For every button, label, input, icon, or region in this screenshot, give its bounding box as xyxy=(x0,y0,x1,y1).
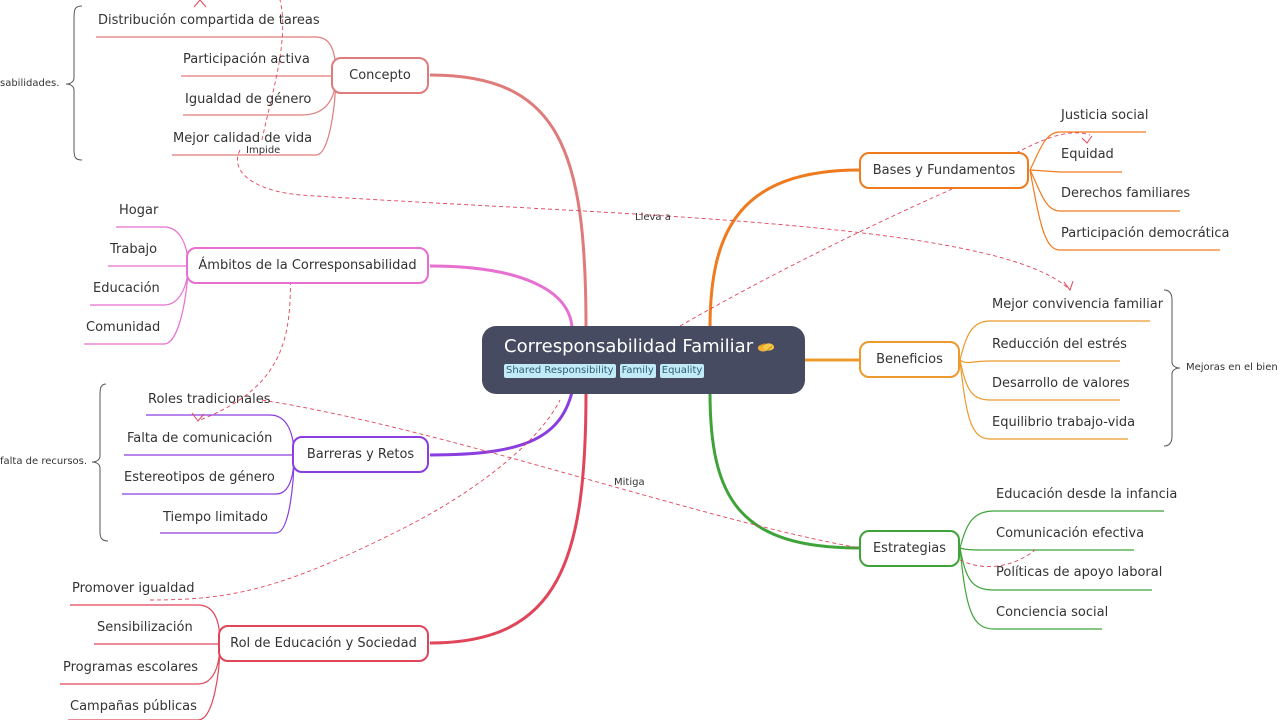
subtopic-participacion-activa[interactable]: Participación activa xyxy=(183,52,310,67)
relationship-lines xyxy=(149,0,1091,601)
subtopic-mejor-convivencia[interactable]: Mejor convivencia familiar xyxy=(992,297,1164,312)
topic-rol[interactable]: Rol de Educación y Sociedad xyxy=(218,625,429,662)
branch-line-bases xyxy=(708,168,861,329)
subtopic-igualdad-genero[interactable]: Igualdad de género xyxy=(185,92,312,107)
subtopic-programas-escolares[interactable]: Programas escolares xyxy=(63,660,199,675)
subtopic-estereotipos[interactable]: Estereotipos de género xyxy=(124,470,275,485)
topic-concepto[interactable]: Concepto xyxy=(331,57,429,94)
summary-barreras[interactable]: falta de recursos. xyxy=(0,456,88,467)
root-topic[interactable]: Corresponsabilidad Familiar Shared Respo… xyxy=(482,326,805,394)
summary-braces xyxy=(65,5,1181,542)
subtopic-participacion-democratica[interactable]: Participación democrática xyxy=(1061,226,1230,241)
subtopic-educacion[interactable]: Educación xyxy=(93,281,160,296)
topic-ambitos[interactable]: Ámbitos de la Corresponsabilidad xyxy=(186,247,429,284)
relationship-label-lleva-a[interactable]: Lleva a xyxy=(635,212,671,223)
subtopic-falta-comunicacion[interactable]: Falta de comunicación xyxy=(127,431,273,446)
subtopic-trabajo[interactable]: Trabajo xyxy=(110,242,158,257)
subtopic-comunidad[interactable]: Comunidad xyxy=(86,320,161,335)
subtopic-sensibilizacion[interactable]: Sensibilización xyxy=(97,620,193,635)
subtopic-roles-tradicionales[interactable]: Roles tradicionales xyxy=(148,392,271,407)
subtopic-mejor-calidad[interactable]: Mejor calidad de vida xyxy=(173,131,313,146)
branch-line-concepto xyxy=(429,73,588,329)
subtopic-equilibrio[interactable]: Equilibrio trabajo-vida xyxy=(992,415,1136,430)
relationship-label-mitiga[interactable]: Mitiga xyxy=(614,477,645,488)
branch-line-ambitos xyxy=(429,264,574,329)
summary-concepto[interactable]: sabilidades. xyxy=(0,78,60,89)
topic-beneficios[interactable]: Beneficios xyxy=(859,341,960,378)
subtopic-campanas-publicas[interactable]: Campañas públicas xyxy=(70,699,197,714)
tag-shared-responsibility[interactable]: Shared Responsibility xyxy=(504,364,616,378)
subtopic-desarrollo-valores[interactable]: Desarrollo de valores xyxy=(992,376,1130,391)
bases-sub-lines xyxy=(1029,131,1220,251)
subtopic-equidad[interactable]: Equidad xyxy=(1061,147,1114,162)
root-tags: Shared Responsibility Family Equality xyxy=(504,364,805,378)
subtopic-distribucion[interactable]: Distribución compartida de tareas xyxy=(98,13,320,28)
subtopic-educacion-infancia[interactable]: Educación desde la infancia xyxy=(996,487,1178,502)
subtopic-conciencia-social[interactable]: Conciencia social xyxy=(996,605,1109,620)
subtopic-promover-igualdad[interactable]: Promover igualdad xyxy=(72,581,195,596)
branch-line-rol xyxy=(429,391,588,645)
estrategias-sub-lines xyxy=(959,510,1164,630)
subtopic-comunicacion-efectiva[interactable]: Comunicación efectiva xyxy=(996,526,1145,541)
root-title: Corresponsabilidad Familiar xyxy=(504,336,805,358)
topic-estrategias[interactable]: Estrategias xyxy=(859,530,960,567)
subtopic-tiempo-limitado[interactable]: Tiempo limitado xyxy=(163,510,268,525)
subtopic-derechos-familiares[interactable]: Derechos familiares xyxy=(1061,186,1191,201)
subtopic-politicas-apoyo[interactable]: Políticas de apoyo laboral xyxy=(996,565,1163,580)
subtopic-hogar[interactable]: Hogar xyxy=(119,203,159,218)
topic-barreras[interactable]: Barreras y Retos xyxy=(292,436,429,473)
summary-beneficios[interactable]: Mejoras en el bien xyxy=(1186,362,1278,373)
tag-family[interactable]: Family xyxy=(619,364,656,378)
subtopic-justicia-social[interactable]: Justicia social xyxy=(1061,108,1149,123)
branch-line-estrategias xyxy=(708,391,861,550)
topic-bases[interactable]: Bases y Fundamentos xyxy=(859,152,1029,189)
handshake-emoji xyxy=(758,342,775,352)
relationship-label-impide[interactable]: Impide xyxy=(246,145,281,156)
relationship-arrowheads xyxy=(191,0,1093,422)
beneficios-sub-lines xyxy=(959,320,1150,440)
branch-line-barreras xyxy=(429,391,574,457)
subtopic-reduccion-estres[interactable]: Reducción del estrés xyxy=(992,337,1127,352)
tag-equality[interactable]: Equality xyxy=(659,364,705,378)
